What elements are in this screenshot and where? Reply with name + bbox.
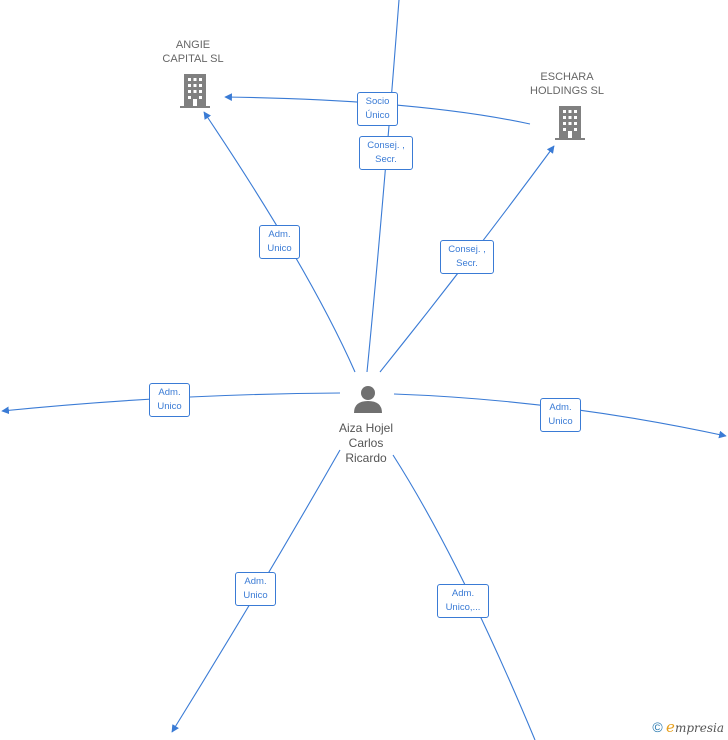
company-name-line: ESCHARA xyxy=(540,71,594,83)
building-icon xyxy=(555,106,585,140)
edge-label-adm-unico-left[interactable]: Adm. Unico xyxy=(149,383,190,417)
edge-eschara-to-angie xyxy=(224,93,531,125)
edge-person-to-bottom-right xyxy=(392,454,536,740)
company-name-line: HOLDINGS SL xyxy=(530,85,604,97)
person-name-line: Ricardo xyxy=(345,451,387,465)
person-name-line: Aiza Hojel xyxy=(338,421,394,435)
brand-logo: empresia xyxy=(666,718,724,736)
edge-label-socio-unico[interactable]: Socio Único xyxy=(357,92,398,126)
copyright-icon: © xyxy=(652,719,663,735)
edge-label-consej-secr-top[interactable]: Consej. , Secr. xyxy=(359,136,413,170)
person-icon xyxy=(354,386,382,413)
edge-person-to-top xyxy=(366,0,400,373)
building-icon xyxy=(180,74,210,108)
person-aiza-hojel[interactable]: Aiza Hojel Carlos Ricardo xyxy=(318,421,414,466)
empresia-watermark: © empresia xyxy=(652,718,724,736)
edge-label-adm-unico-bottom-left[interactable]: Adm. Unico xyxy=(235,572,276,606)
person-name-line: Carlos xyxy=(348,436,384,450)
edge-label-adm-unico-bottom-right[interactable]: Adm. Unico,... xyxy=(437,584,489,618)
company-name-line: CAPITAL SL xyxy=(162,53,224,65)
company-name-line: ANGIE xyxy=(175,39,211,51)
company-eschara-holdings[interactable]: ESCHARA HOLDINGS SL xyxy=(520,70,614,98)
company-angie-capital[interactable]: ANGIE CAPITAL SL xyxy=(150,38,236,66)
edge-label-consej-secr-eschara[interactable]: Consej. , Secr. xyxy=(440,240,494,274)
edge-label-adm-unico-right[interactable]: Adm. Unico xyxy=(540,398,581,432)
edge-label-adm-unico-angie[interactable]: Adm. Unico xyxy=(259,225,300,259)
